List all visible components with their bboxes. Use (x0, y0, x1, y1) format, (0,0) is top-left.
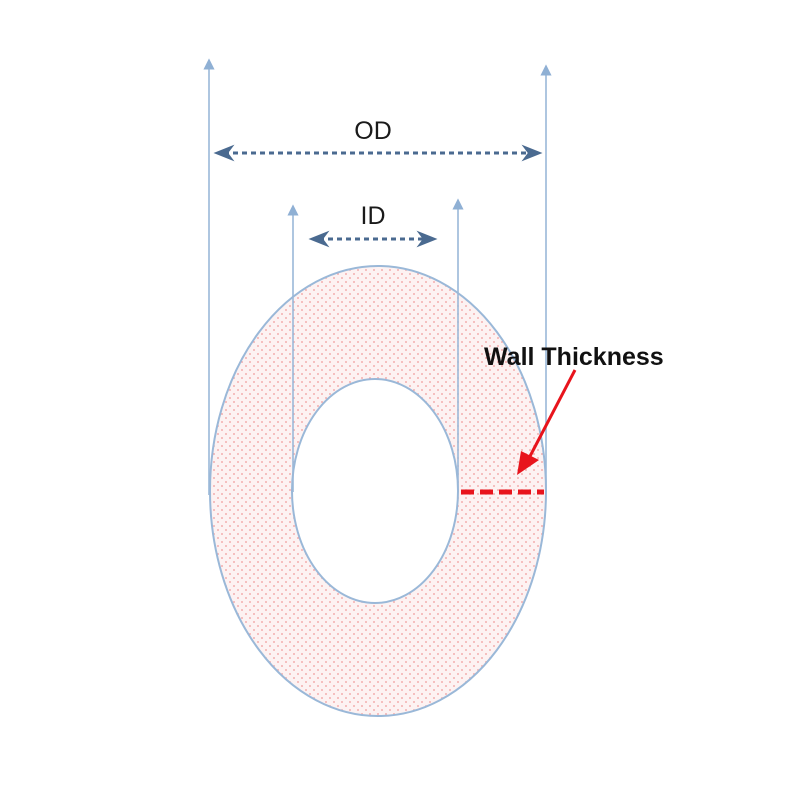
tube-wall-ring (210, 266, 546, 716)
wall-thickness-pointer-shaft (525, 369, 577, 463)
inner-diameter-outline (291, 378, 459, 604)
wall-thickness-pointer-head (517, 451, 539, 475)
od-label: OD (354, 117, 392, 145)
wall-thickness-label: Wall Thickness (484, 343, 664, 371)
id-label: ID (361, 202, 386, 230)
